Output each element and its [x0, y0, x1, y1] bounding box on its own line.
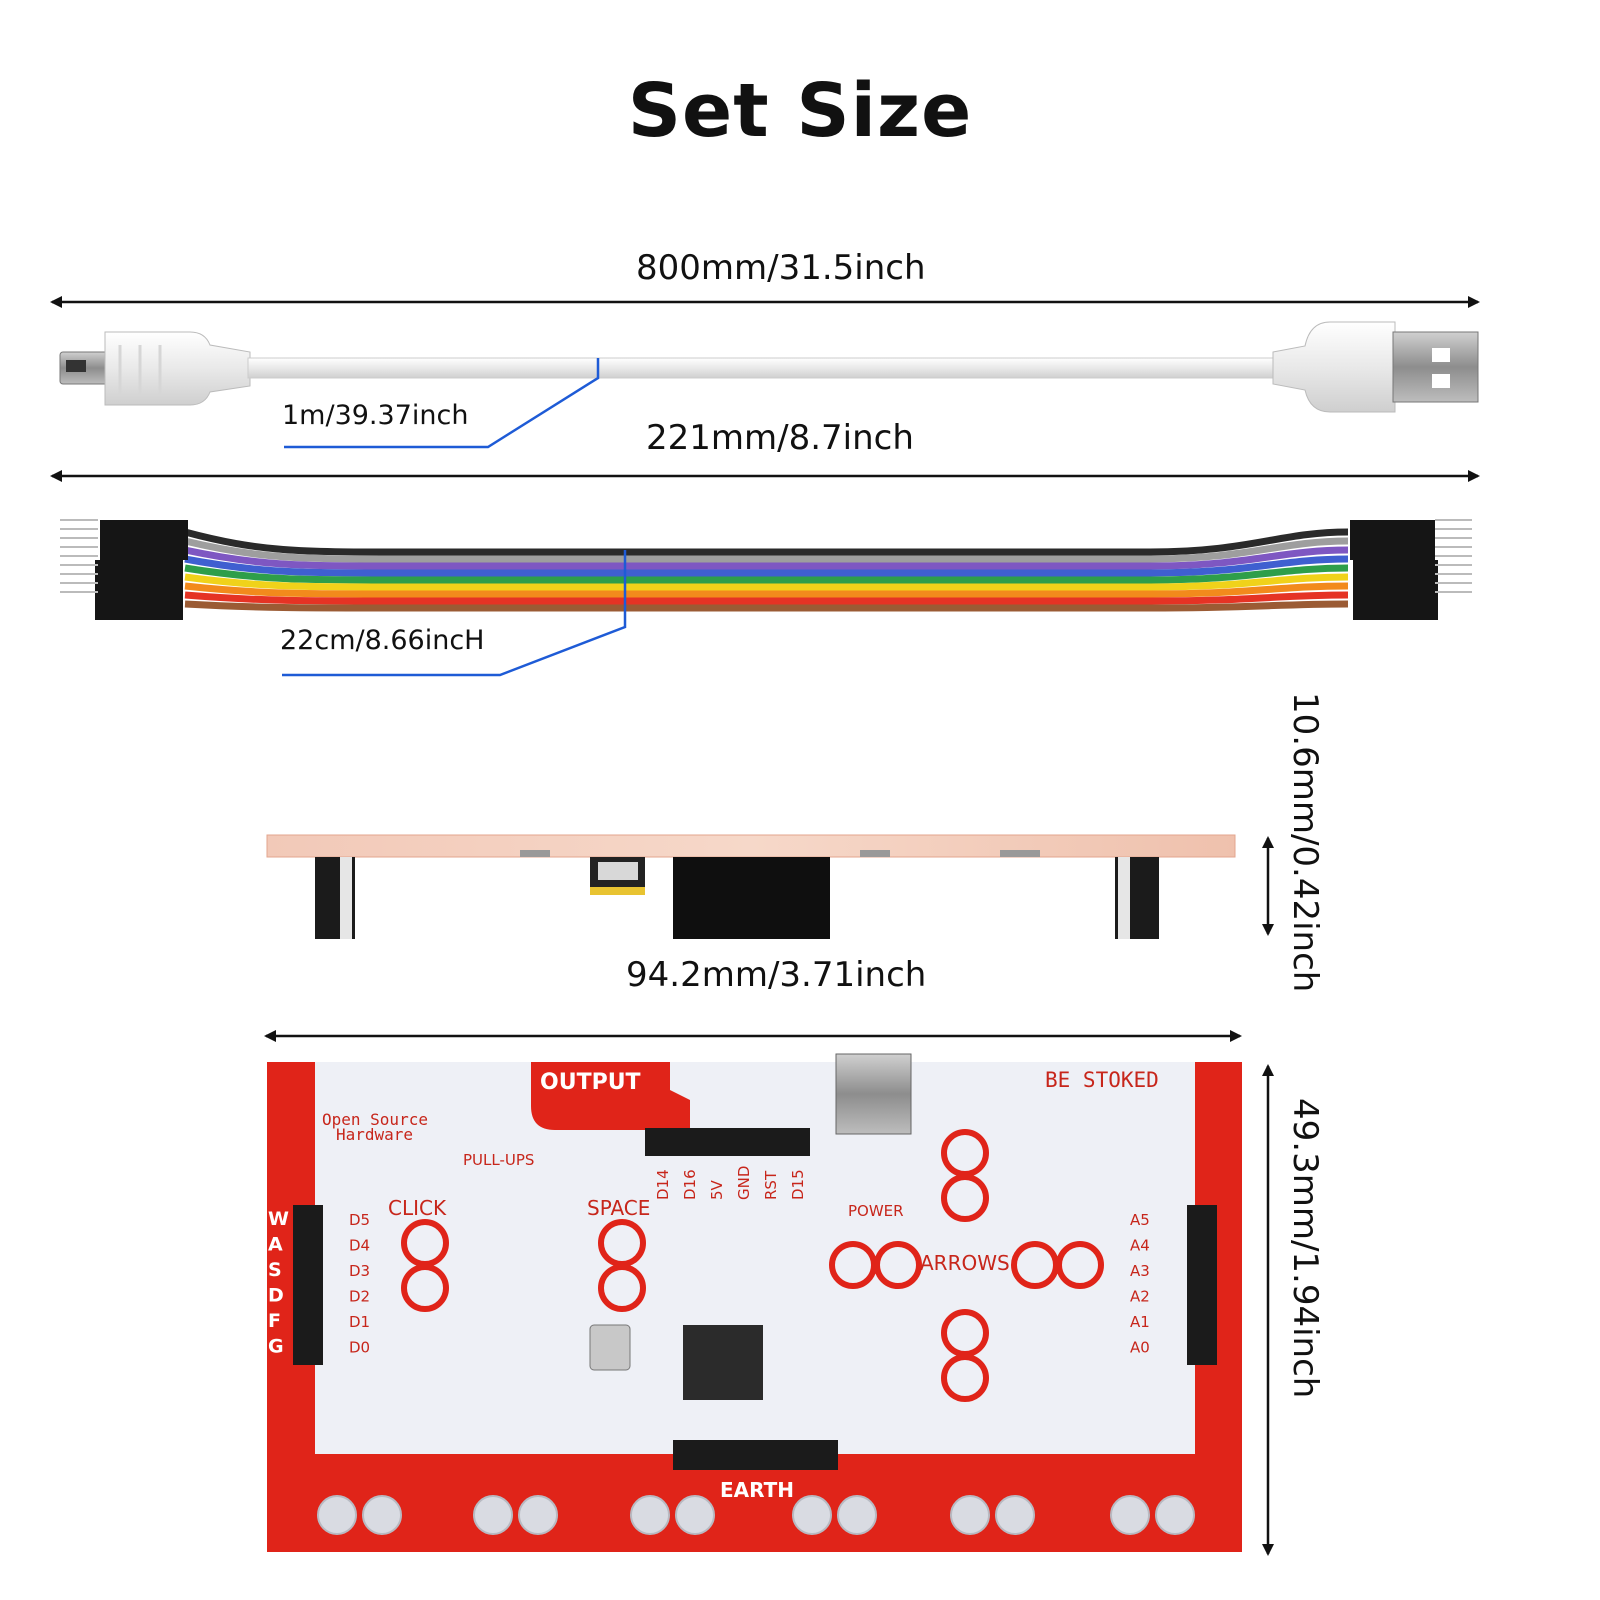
bottom-pad-1 [362, 1495, 402, 1535]
silk-space: SPACE [587, 1196, 650, 1220]
bottom-pad-9 [995, 1495, 1035, 1535]
jumper-wire-3 [184, 555, 1349, 577]
silk-be-stoked: BE STOKED [1045, 1068, 1159, 1092]
earth-header [673, 1440, 838, 1470]
jumper-wires [60, 519, 1472, 620]
silk-power: POWER [848, 1202, 904, 1220]
bottom-pad-8 [950, 1495, 990, 1535]
bottom-pad-10 [1110, 1495, 1150, 1535]
silk-top-pin-d16: D16 [681, 1169, 699, 1200]
microcontroller-chip [683, 1325, 763, 1400]
silk-earth: EARTH [720, 1478, 794, 1502]
silk-key-a: A [268, 1234, 283, 1256]
silk-key-d: D [268, 1285, 284, 1307]
silk-top-pin-gnd: GND [735, 1166, 753, 1200]
silk-right-pin-a2: A2 [1130, 1288, 1150, 1306]
mini-usb-port [835, 1053, 912, 1135]
jumper-housing-right-1 [1353, 560, 1438, 620]
jumper-wire-1 [184, 537, 1349, 563]
top-header [645, 1128, 810, 1156]
board-side-view [266, 834, 1236, 939]
bottom-pad-11 [1155, 1495, 1195, 1535]
left-header [293, 1205, 323, 1365]
silk-top-pin-rst: RST [762, 1170, 780, 1200]
board-top-view: OUTPUT BE STOKED Open Source Hardware PU… [267, 1053, 1242, 1552]
silk-left-pin-d2: D2 [349, 1288, 370, 1306]
silk-key-w: W [268, 1208, 289, 1230]
silk-pull-ups: PULL-UPS [463, 1151, 534, 1169]
bottom-pad-0 [317, 1495, 357, 1535]
silk-left-pin-d4: D4 [349, 1237, 370, 1255]
silk-right-pin-a3: A3 [1130, 1262, 1150, 1280]
bottom-pad-3 [518, 1495, 558, 1535]
silk-key-s: S [268, 1259, 282, 1281]
page-title: Set Size [627, 68, 973, 154]
silk-key-f: F [268, 1310, 281, 1332]
jumper-wire-2 [184, 546, 1349, 570]
silk-click: CLICK [388, 1196, 447, 1220]
jumper-housing-right-0 [1350, 520, 1435, 560]
crystal [589, 1324, 631, 1371]
silk-top-pin-d14: D14 [654, 1169, 672, 1200]
usb-length-label: 800mm/31.5inch [636, 248, 926, 288]
bottom-pad-6 [792, 1495, 832, 1535]
silk-arrows: ARROWS [920, 1251, 1010, 1275]
jumper-callout-line [282, 550, 627, 677]
bottom-pad-2 [473, 1495, 513, 1535]
bottom-pad-7 [837, 1495, 877, 1535]
silk-open-source-1: Open Source [322, 1110, 428, 1129]
usb-callout-label: 1m/39.37inch [282, 400, 469, 431]
jumper-wire-6 [184, 582, 1349, 598]
silk-right-pin-a0: A0 [1130, 1339, 1150, 1357]
silk-right-pin-a5: A5 [1130, 1211, 1150, 1229]
right-header [1187, 1205, 1217, 1365]
jumper-wire-4 [184, 564, 1349, 584]
silk-top-pin-5v: 5V [708, 1179, 726, 1200]
silk-right-pin-a1: A1 [1130, 1313, 1150, 1331]
silk-key-g: G [268, 1336, 284, 1358]
silk-left-pin-d3: D3 [349, 1262, 370, 1280]
silk-left-pin-d1: D1 [349, 1313, 370, 1331]
board-width-label: 94.2mm/3.71inch [626, 955, 927, 995]
jumper-housing-left-1 [95, 560, 183, 620]
jumper-wire-7 [184, 591, 1349, 605]
bottom-pad-5 [675, 1495, 715, 1535]
bottom-pads [317, 1495, 1195, 1535]
silk-left-pin-d5: D5 [349, 1211, 370, 1229]
jumper-wire-5 [184, 573, 1349, 591]
silk-output: OUTPUT [540, 1070, 641, 1095]
jumper-length-label: 221mm/8.7inch [646, 418, 914, 458]
jumper-callout-label: 22cm/8.66incH [280, 625, 485, 656]
silk-top-pin-d15: D15 [789, 1169, 807, 1200]
usb-cable [59, 321, 1479, 413]
silk-open-source-2: Hardware [336, 1125, 413, 1144]
silk-right-pin-a4: A4 [1130, 1237, 1150, 1255]
jumper-wire-0 [184, 528, 1349, 556]
bottom-pad-4 [630, 1495, 670, 1535]
jumper-housing-left-0 [100, 520, 188, 560]
silk-left-pin-d0: D0 [349, 1339, 370, 1357]
usb-callout-line [284, 358, 600, 449]
jumper-wire-8 [184, 600, 1349, 612]
